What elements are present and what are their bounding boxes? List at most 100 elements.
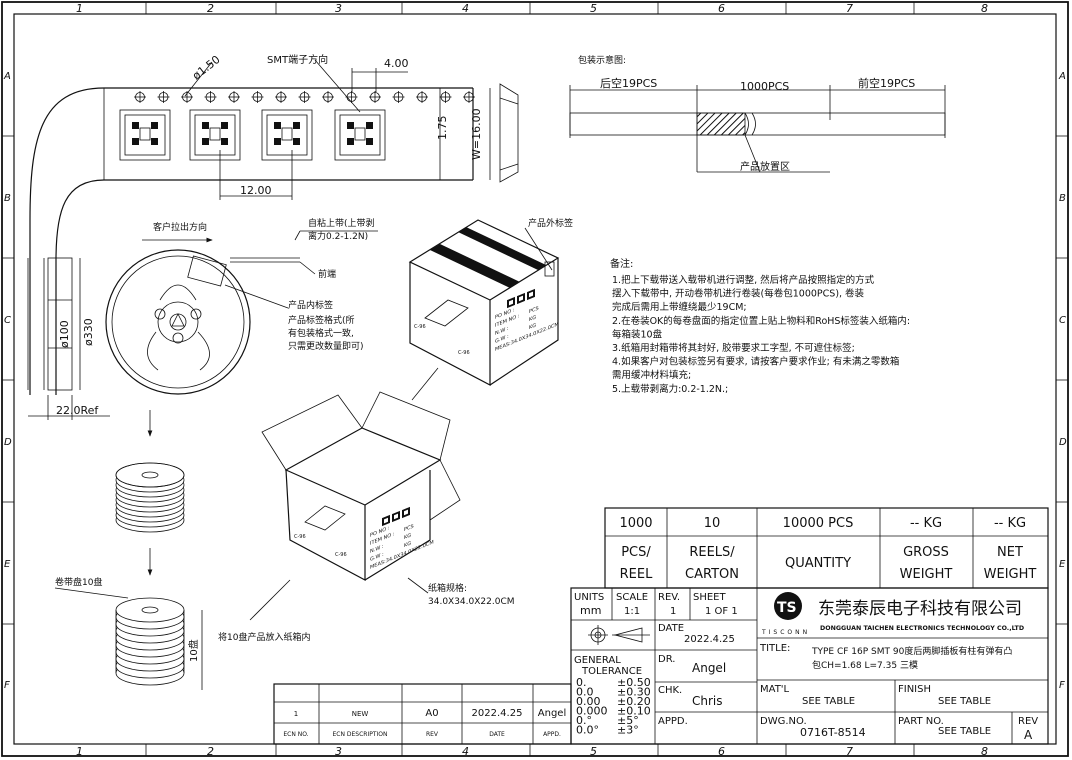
tol-left-1: 0.0 — [576, 686, 594, 699]
rev-label: REV. — [658, 592, 680, 603]
svg-text:TS: TS — [777, 600, 797, 616]
reel-stack-bottom: 卷带盘10盘 10盘 将10盘产品放入纸箱内 — [54, 576, 310, 690]
qty-label-0-1: REEL — [620, 567, 653, 582]
zone-row-left-A: A — [3, 71, 11, 82]
qty-value-2: 10000 PCS — [783, 516, 854, 531]
tol-left-3: 0.000 — [576, 705, 608, 718]
smt-direction-label: SMT端子方向 — [267, 53, 328, 66]
scale-value: 1:1 — [624, 606, 640, 617]
dr-value: Angel — [692, 661, 726, 675]
outer-label-caption: 产品外标签 — [528, 217, 573, 229]
tol-left-4: 0.° — [576, 714, 592, 727]
tol-right-5: ±3° — [617, 724, 639, 737]
sheet-value: 1 OF 1 — [705, 606, 738, 617]
stack-dim: 10盘 — [187, 639, 200, 662]
zone-col-top-1: 1 — [76, 2, 83, 15]
dr-label: DR. — [658, 654, 675, 665]
zone-row-right-C: C — [1059, 315, 1066, 326]
rev2-value: A — [1024, 728, 1033, 742]
zone-col-bottom-3: 3 — [335, 745, 342, 758]
tape-pockets — [119, 109, 386, 161]
ecn-header-1: ECN DESCRIPTION — [333, 731, 388, 738]
pitch-4-dim: 4.00 — [384, 57, 409, 70]
qty-value-0: 1000 — [619, 516, 652, 531]
reel-view: 客户拉出方向 自粘上带(上带剥 离力0.2-1.2N) 前端 产品内标签 产品标… — [27, 217, 378, 437]
ecn-header-2: REV — [426, 731, 439, 738]
sheet-label: SHEET — [693, 592, 727, 603]
placement-zone-label: 产品放置区 — [740, 160, 790, 173]
tol-left-5: 0.0° — [576, 724, 599, 737]
label-closed-kg-1: KG — [529, 315, 536, 324]
zone-row-left-D: D — [4, 437, 12, 448]
projection-symbol-icon — [588, 625, 650, 645]
title-line-2: 包CH=1.68 L=7.35 三模 — [812, 659, 918, 671]
open-side-mark-2: C-96 — [335, 552, 347, 558]
company-name-en: DONGGUAN TAICHEN ELECTRONICS TECHNOLOGY … — [820, 625, 1024, 632]
tol-right-2: ±0.20 — [617, 695, 651, 708]
zone-row-right-B: B — [1059, 193, 1066, 204]
tolerance-label: TOLERANCE — [581, 666, 642, 677]
adhesive-label-2: 离力0.2-1.2N) — [308, 230, 368, 242]
note-line-5: 3.纸箱用封箱带将其封好, 胶带要求工字型, 不可遮住标签; — [612, 342, 855, 354]
date-label: DATE — [658, 623, 684, 634]
qty-label-1-1: CARTON — [685, 567, 739, 582]
zone-col-bottom-7: 7 — [846, 745, 853, 758]
zone-row-left-B: B — [4, 193, 11, 204]
qty-value-4: -- KG — [994, 516, 1026, 531]
carton-spec-1: 纸箱规格: — [428, 582, 467, 594]
qty-label-0-0: PCS/ — [621, 545, 651, 560]
open-side-mark: C-96 — [294, 534, 306, 540]
note-line-3: 2.在卷装OK的每卷盘面的指定位置上贴上物料和RoHS标签装入纸箱内: — [612, 315, 910, 327]
pull-direction-label: 客户拉出方向 — [153, 221, 207, 233]
zone-col-bottom-6: 6 — [718, 745, 725, 758]
general-label: GENERAL — [574, 655, 621, 666]
chk-label: CHK. — [658, 685, 682, 696]
part-value: SEE TABLE — [938, 726, 991, 737]
pocket-pitch-dim: 12.00 — [240, 184, 272, 197]
units-label: UNITS — [574, 592, 604, 603]
inner-label-2: 产品标签格式(所 — [288, 314, 355, 326]
carrier-tape-view: ø1.50 SMT端子方向 4.00 1.75 W=16.00 12.00 — [29, 53, 519, 395]
date-value: 2022.4.25 — [684, 634, 735, 645]
reel-d100-dim: ø100 — [58, 320, 71, 348]
ecn-value-2: A0 — [425, 708, 438, 719]
label-open-kg-1: KG — [404, 533, 411, 542]
finish-label: FINISH — [898, 684, 931, 695]
reel-stack-top — [115, 462, 185, 533]
company-logo-icon: TS — [774, 592, 802, 620]
qty-label-4-1: WEIGHT — [984, 567, 1037, 582]
zone-row-left-C: C — [4, 315, 11, 326]
dim-175: 1.75 — [436, 116, 449, 141]
qty-label-1-0: REELS/ — [689, 545, 735, 560]
zone-col-top-2: 2 — [207, 2, 214, 15]
ecn-value-1: NEW — [352, 710, 369, 718]
company-name-cn: 东莞泰辰电子科技有限公司 — [818, 599, 1022, 619]
title-label: TITLE: — [759, 643, 790, 654]
note-line-4: 每箱装10盘 — [612, 328, 663, 340]
matl-label: MAT'L — [760, 684, 790, 695]
ecn-value-0: 1 — [294, 710, 298, 718]
label-closed-line-3: G.W : — [495, 334, 509, 345]
ecn-header-4: APPD. — [543, 731, 561, 738]
carton-spec-2: 34.0X34.0X22.0CM — [428, 597, 515, 607]
label-closed-pcs: PCS — [529, 306, 539, 316]
inner-label-3: 有包装格式一致, — [288, 327, 354, 339]
title-block: UNITS mm SCALE 1:1 REV. 1 SHEET 1 OF 1 D… — [570, 587, 1049, 745]
units-value: mm — [580, 604, 601, 617]
label-open-line-2: N.W : — [370, 544, 384, 555]
notes: 备注: 1.把上下载带送入载带机进行调整, 然后将产品按照指定的方式 摆入下载带… — [610, 257, 910, 395]
note-line-8: 5.上载带剥离力:0.2-1.2N.; — [612, 383, 728, 395]
qty-value-1: 10 — [704, 516, 721, 531]
zone-row-left-E: E — [4, 559, 11, 570]
finish-value: SEE TABLE — [938, 696, 991, 707]
packing-diagram: 包装示意图: 后空19PCS 1000PCS 前空19PCS 产品放置区 — [569, 54, 946, 173]
tape-width-dim: W=16.00 — [470, 108, 483, 160]
part-label: PART NO. — [898, 716, 944, 727]
reel-d330-dim: ø330 — [82, 318, 95, 346]
sprocket-holes — [134, 91, 475, 103]
qty-label: 1000PCS — [740, 80, 789, 93]
